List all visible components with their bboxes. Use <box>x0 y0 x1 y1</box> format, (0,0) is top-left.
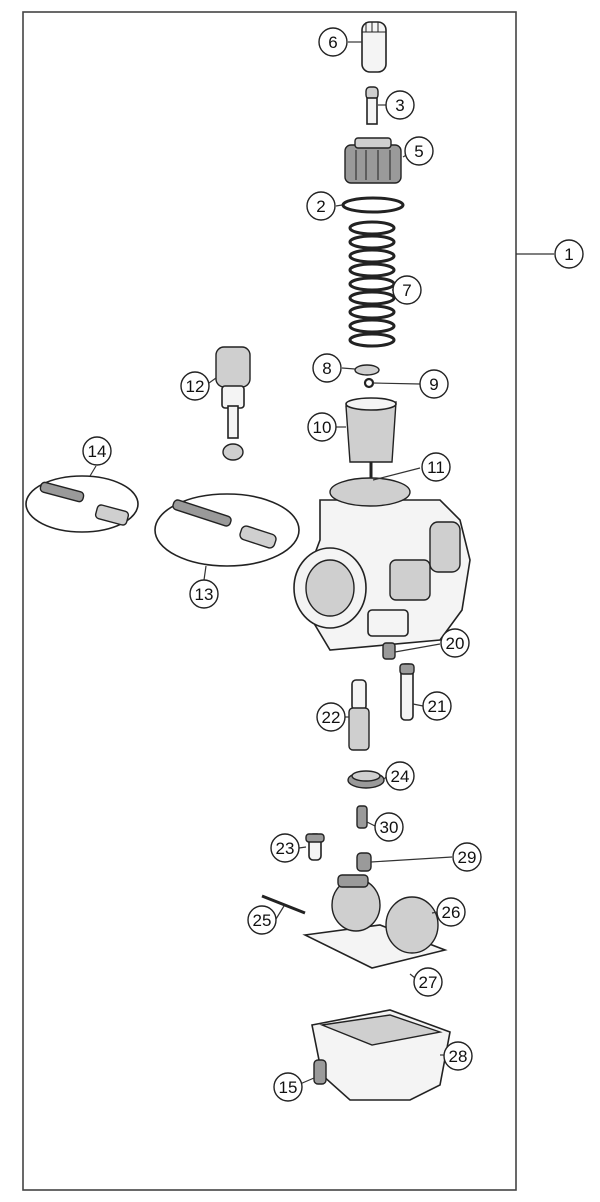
callout-label: 14 <box>88 442 107 461</box>
callout-22: 22 <box>316 702 346 732</box>
callout-label: 8 <box>322 359 331 378</box>
callout-label: 29 <box>458 848 477 867</box>
part-7-spring <box>348 220 396 348</box>
callout-label: 1 <box>564 245 573 264</box>
callout-27: 27 <box>413 967 443 997</box>
callout-label: 9 <box>429 375 438 394</box>
part-body <box>293 477 471 651</box>
callout-29: 29 <box>452 842 482 872</box>
callout-label: 23 <box>276 839 295 858</box>
part-6-cap <box>361 21 387 73</box>
part-21-needle-jet <box>399 663 415 721</box>
callout-label: 11 <box>427 458 445 477</box>
callout-3: 3 <box>385 90 415 120</box>
part-5-nut <box>344 137 402 184</box>
callout-12: 12 <box>180 371 210 401</box>
callout-28: 28 <box>443 1041 473 1071</box>
callout-label: 30 <box>380 818 399 837</box>
part-29-valve <box>356 852 372 872</box>
callout-label: 5 <box>414 142 423 161</box>
callout-25: 25 <box>247 905 277 935</box>
callout-label: 22 <box>322 708 341 727</box>
callout-13: 13 <box>189 579 219 609</box>
callout-1: 1 <box>554 239 584 269</box>
part-13-group <box>154 493 300 581</box>
diagram-frame <box>22 11 517 1191</box>
part-8-washer <box>354 364 380 376</box>
callout-24: 24 <box>385 761 415 791</box>
callout-label: 7 <box>402 281 411 300</box>
part-2-oring <box>341 196 405 214</box>
callout-label: 12 <box>186 377 205 396</box>
part-28-bowl <box>311 1009 451 1101</box>
callout-14: 14 <box>82 436 112 466</box>
part-12-choke <box>215 346 251 461</box>
callout-30: 30 <box>374 812 404 842</box>
part-20-jet <box>382 642 396 660</box>
callout-23: 23 <box>270 833 300 863</box>
callout-label: 26 <box>442 903 461 922</box>
callout-26: 26 <box>436 897 466 927</box>
callout-7: 7 <box>392 275 422 305</box>
part-23-screw <box>305 833 325 861</box>
callout-label: 13 <box>195 585 214 604</box>
callout-label: 27 <box>419 973 438 992</box>
callout-label: 28 <box>449 1047 468 1066</box>
callout-label: 2 <box>316 197 325 216</box>
callout-9: 9 <box>419 369 449 399</box>
callout-label: 3 <box>395 96 404 115</box>
callout-11: 11 <box>421 452 451 482</box>
part-15-drain <box>313 1059 327 1085</box>
part-30-jet <box>356 805 368 829</box>
callout-5: 5 <box>404 136 434 166</box>
callout-label: 24 <box>391 767 410 786</box>
part-14-group <box>25 465 139 533</box>
callout-label: 15 <box>279 1078 298 1097</box>
part-25-pin <box>261 894 306 915</box>
callout-21: 21 <box>422 691 452 721</box>
part-3-adjuster <box>365 86 379 125</box>
callout-8: 8 <box>312 353 342 383</box>
callout-20: 20 <box>440 628 470 658</box>
callout-label: 10 <box>313 418 332 437</box>
part-10-slide <box>345 397 397 463</box>
callout-2: 2 <box>306 191 336 221</box>
callout-label: 21 <box>428 697 447 716</box>
callout-label: 6 <box>328 33 337 52</box>
part-26-float <box>302 874 448 969</box>
part-9-clip <box>363 377 375 389</box>
part-22-atomizer <box>348 679 370 751</box>
part-24-holder <box>347 770 385 789</box>
callout-15: 15 <box>273 1072 303 1102</box>
callout-10: 10 <box>307 412 337 442</box>
callout-label: 20 <box>446 634 465 653</box>
callout-label: 25 <box>253 911 272 930</box>
callout-6: 6 <box>318 27 348 57</box>
